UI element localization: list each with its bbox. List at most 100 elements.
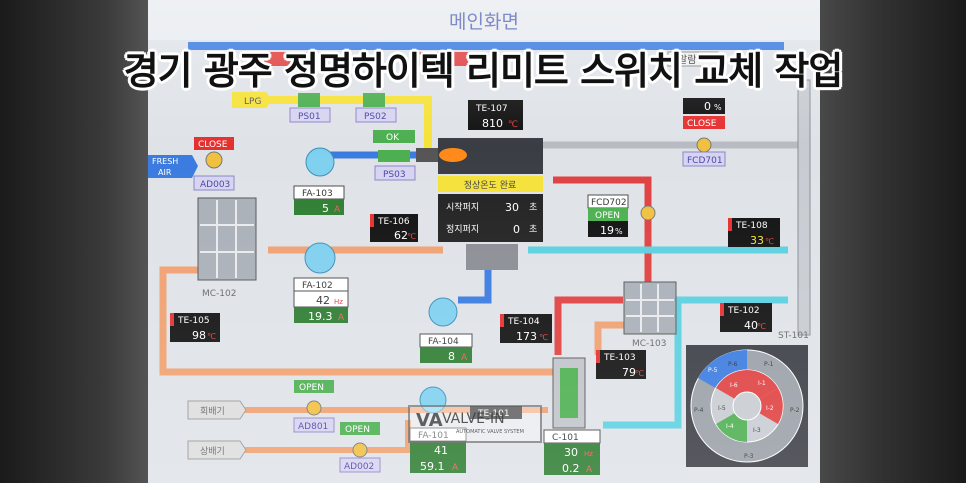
fa101-tag: FA-101: [418, 431, 449, 441]
tab-alarm[interactable]: [667, 51, 719, 67]
video-caption: 경기 광주 정명하이텍 리미트 스위치 교체 작업: [123, 49, 844, 93]
te103-tag-box: [596, 350, 646, 363]
te102-unit: ℃: [757, 322, 766, 331]
ad003-damper-icon[interactable]: [205, 151, 223, 169]
inlet2-label: 상배기: [200, 446, 225, 457]
fa102-amp-box: [294, 307, 348, 323]
te104-tag-box: [500, 314, 552, 327]
tab-system-label: 시: [256, 54, 265, 66]
cyan-pipe-lower: [603, 296, 788, 429]
ps03-valve[interactable]: [378, 150, 410, 162]
ad002-state: OPEN: [345, 425, 370, 435]
combustion-chamber: [466, 244, 518, 270]
ad003-box[interactable]: [193, 175, 235, 191]
ps02-valve[interactable]: [363, 93, 385, 107]
stop-purge-unit: 초: [529, 224, 537, 235]
fa104-unit: A: [461, 353, 468, 363]
st101-label: ST-101: [778, 331, 809, 341]
te107-unit: ℃: [508, 120, 518, 130]
fa102-fan-icon[interactable]: [304, 242, 336, 274]
monitor-bezel-right: [816, 0, 966, 483]
mc102-grid: [200, 200, 254, 278]
ad003-label: AD003: [200, 180, 230, 190]
te103-value-box: [596, 363, 646, 379]
mc102-label: MC-102: [202, 289, 236, 299]
fa103-value: 5: [322, 202, 329, 215]
te105-value: 98: [192, 329, 206, 342]
te107-value: 810: [482, 117, 503, 130]
c101-hz: 30: [564, 446, 578, 459]
fcd702-pct-box: [588, 221, 628, 237]
fcd702-pct: 19: [600, 224, 614, 237]
tab-run[interactable]: [418, 52, 468, 66]
fa103-unit: A: [334, 205, 341, 215]
te105-unit: ℃: [207, 332, 216, 341]
rotor-p5: P-5: [708, 367, 718, 374]
ad801-state-box: [294, 380, 334, 393]
ps03-box[interactable]: [374, 165, 416, 181]
tab-run-label: 운전: [430, 54, 448, 66]
fcd701-damper-icon[interactable]: [696, 137, 712, 153]
start-purge-label: 시작퍼지: [446, 202, 479, 213]
rotor-p1: P-1: [764, 361, 774, 368]
te101-tag: TE-101: [477, 409, 510, 419]
rotor-i1: I-1: [758, 380, 766, 387]
rotor-p3: P-3: [744, 453, 754, 460]
rotor-i6: I-6: [730, 382, 738, 389]
monitor-bezel-left: [0, 0, 150, 483]
fresh-air-tag: [148, 155, 198, 178]
te102-value-box: [720, 316, 772, 332]
ad801-box[interactable]: [293, 417, 335, 433]
c101-amp-unit: A: [586, 465, 593, 475]
te106-value-box: [370, 227, 418, 242]
te104-value-box: [500, 327, 552, 343]
c101-amp-box: [544, 459, 600, 475]
fcd702-tag: FCD702: [591, 198, 627, 208]
ad002-label: AD002: [344, 462, 374, 472]
fa101-hz: 41: [434, 444, 448, 457]
fa102-amp-unit: A: [338, 313, 345, 323]
fa104-fan-icon[interactable]: [428, 297, 458, 327]
te104-tag: TE-104: [507, 317, 540, 327]
tab-system[interactable]: [248, 52, 308, 66]
te106-unit: ℃: [407, 232, 416, 241]
watermark: VA VALVE-IN AUTOMATIC VALVE SYSTEM: [408, 405, 542, 443]
inlet2-tag: [187, 440, 247, 460]
te107-tag: TE-107: [475, 104, 508, 114]
te108-value: 33: [750, 234, 764, 247]
fcd701-label: FCD701: [687, 156, 723, 166]
process-diagram: 메인화면 시 운전 알람 LPG PS01 PS02 OK PS03 FRESH…: [148, 0, 820, 475]
blue-pipe-fa104: [458, 270, 492, 304]
fa103-fan-icon[interactable]: [305, 147, 335, 177]
mc103-label: MC-103: [632, 339, 666, 349]
te108-unit: ℃: [765, 237, 774, 246]
rotor-i5: I-5: [718, 405, 726, 412]
te106-value: 62: [394, 229, 408, 242]
ad002-box[interactable]: [339, 457, 381, 473]
fcd702-damper-icon[interactable]: [640, 205, 656, 221]
fcd702-state: OPEN: [595, 211, 620, 221]
c101-hz-unit: Hz: [584, 450, 593, 458]
mc102-unit: [197, 197, 257, 281]
ps02-label: PS02: [364, 112, 387, 122]
watermark-logo: VA: [416, 410, 443, 431]
c101-hz-box: [544, 443, 600, 459]
fcd701-pct-box: [683, 98, 725, 114]
te104-value: 173: [516, 330, 537, 343]
ps01-box[interactable]: [289, 107, 331, 123]
fcd701-pct-unit: %: [714, 103, 722, 112]
fcd701-box[interactable]: [682, 151, 726, 167]
ad002-damper-icon[interactable]: [352, 442, 368, 458]
fa101-amp: 59.1: [420, 460, 445, 473]
watermark-name: VALVE-IN: [442, 411, 505, 427]
rotor-hub: [732, 391, 762, 421]
fcd701-pct: 0: [704, 100, 711, 113]
rotor-i3: I-3: [753, 427, 761, 434]
fa102-hz-unit: Hz: [334, 298, 343, 306]
ps03-status: OK: [386, 133, 400, 143]
ps01-valve[interactable]: [298, 93, 320, 107]
ad801-damper-icon[interactable]: [306, 400, 322, 416]
ps02-box[interactable]: [355, 107, 397, 123]
rotor-sector-i2: [747, 388, 783, 424]
orange-pipe-lower: [594, 321, 628, 355]
